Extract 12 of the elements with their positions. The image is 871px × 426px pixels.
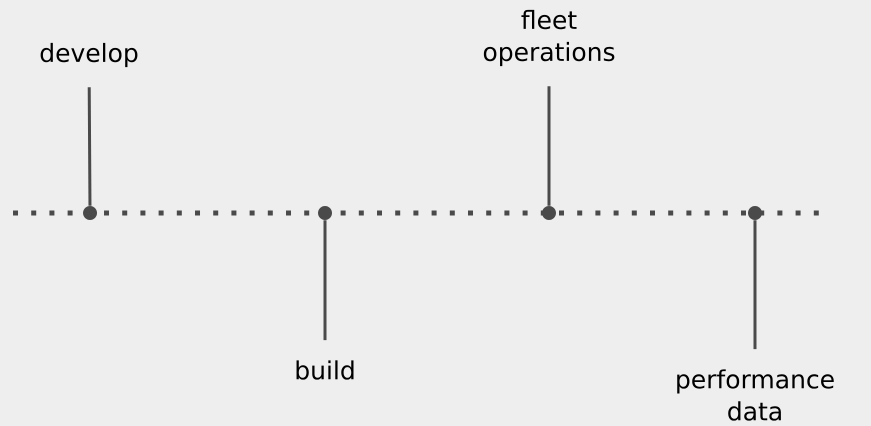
timeline-label: develop xyxy=(40,42,138,68)
timeline-dot xyxy=(318,206,332,220)
timeline-dot xyxy=(542,206,556,220)
leader-line xyxy=(88,87,92,206)
timeline-dot xyxy=(748,206,762,220)
timeline-label: performance data xyxy=(677,369,834,421)
timeline-label: build xyxy=(296,360,354,380)
leader-line xyxy=(754,220,756,350)
timeline-label: fleet operations xyxy=(484,10,614,66)
leader-line xyxy=(548,86,550,206)
timeline-dot xyxy=(83,206,98,220)
leader-line xyxy=(324,220,326,340)
